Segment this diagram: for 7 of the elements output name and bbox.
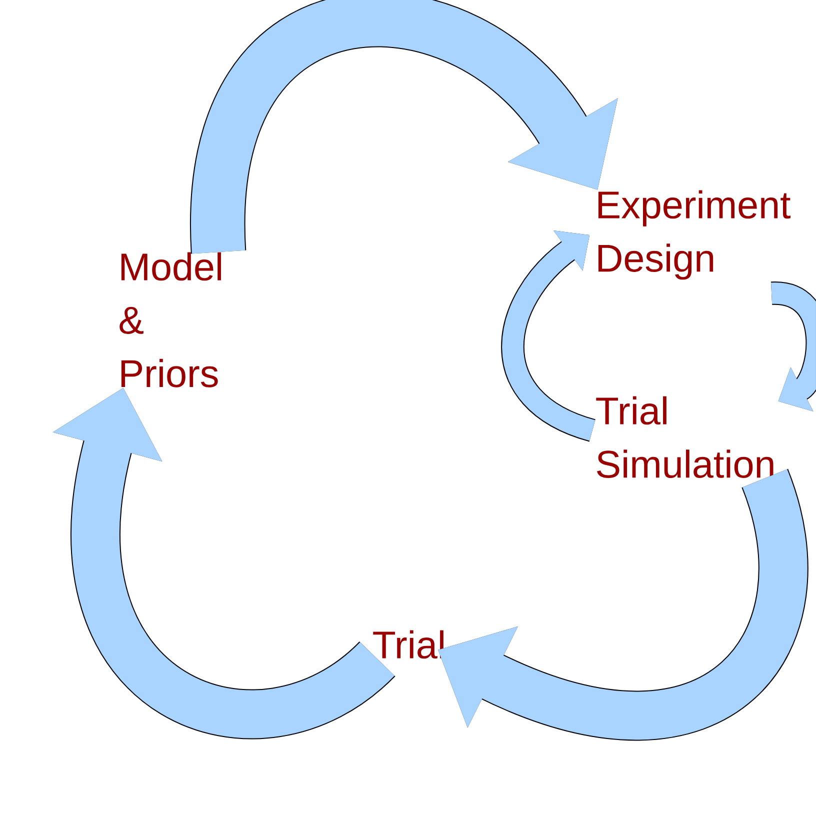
node-label: Experiment Design (598, 190, 790, 280)
node-label: Model & Priors (120, 252, 221, 388)
curved-arrow (190, 0, 618, 252)
node-label: Trial Simulation (596, 396, 774, 478)
curved-arrow (770, 282, 816, 412)
curved-arrow (501, 230, 596, 442)
node-label: Trial (373, 630, 444, 659)
